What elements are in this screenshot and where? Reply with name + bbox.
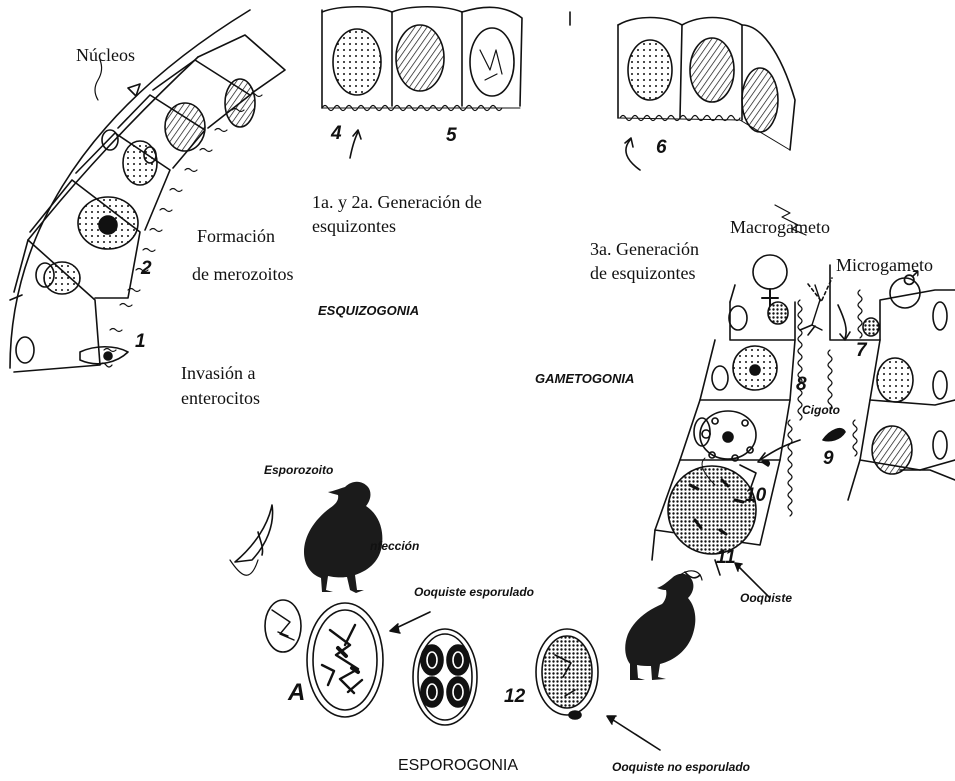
ooquiste-label: Ooquiste <box>740 592 792 605</box>
nucleos-label: Núcleos <box>76 46 135 65</box>
invasion-label-line2: enterocitos <box>181 389 260 408</box>
chick-silhouette-icon <box>304 482 382 593</box>
step-number-4: 4 <box>331 124 342 144</box>
male-symbol-icon: ♂ <box>902 268 920 288</box>
step-number-5: 5 <box>446 126 457 146</box>
esporozoito-label: Esporozoito <box>264 464 333 477</box>
step-number-1: 1 <box>135 332 146 352</box>
generation-1-2-label-line2: esquizontes <box>312 217 396 236</box>
step-number-8: 8 <box>796 375 807 395</box>
merozoitos-label: de merozoitos <box>192 265 293 284</box>
cigoto-label: Cigoto <box>802 404 840 417</box>
generation-3-label-line2: de esquizontes <box>590 264 695 283</box>
generation-1-2-label-line1: 1a. y 2a. Generación de <box>312 193 482 212</box>
ooquiste-esporulado-label: Ooquiste esporulado <box>414 586 534 599</box>
step-number-2: 2 <box>141 259 152 279</box>
generation-3-label-line1: 3a. Generación <box>590 240 699 259</box>
ooquiste-no-esporulado-label: Ooquiste no esporulado <box>612 761 750 774</box>
gametogonia-phase-label: GAMETOGONIA <box>535 372 634 386</box>
esquizogonia-phase-label: ESQUIZOGONIA <box>318 304 419 318</box>
step-number-10: 10 <box>745 486 766 506</box>
top-right-cell-strip <box>618 18 795 171</box>
left-epithelium <box>10 10 285 372</box>
esporogonia-phase-label: ESPOROGONIA <box>398 758 518 775</box>
macrogameto-label: Macrogameto <box>730 218 830 237</box>
female-symbol-icon: ♀ <box>755 256 777 286</box>
step-number-9: 9 <box>823 449 834 469</box>
step-number-11: 11 <box>716 548 736 568</box>
chick-silhouette-icon <box>625 571 702 680</box>
stage-letter-a: A <box>288 680 305 705</box>
infeccion-label: nfección <box>370 540 419 553</box>
step-number-6: 6 <box>656 138 667 158</box>
invasion-label-line1: Invasión a <box>181 364 255 383</box>
step-number-7: 7 <box>856 341 867 361</box>
formacion-label: Formación <box>197 227 275 246</box>
step-number-12: 12 <box>504 687 525 707</box>
